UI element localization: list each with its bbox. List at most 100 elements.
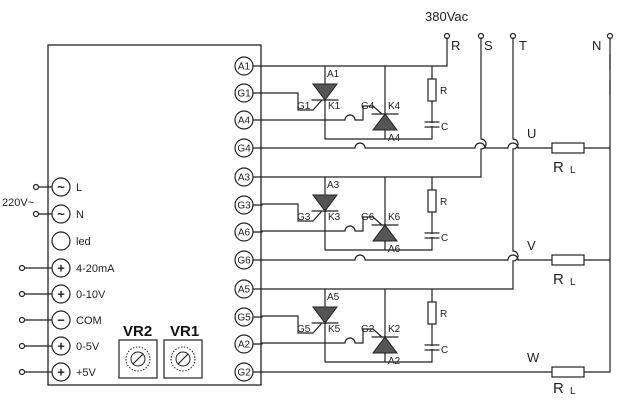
snubber-capacitor-label: C: [441, 122, 448, 133]
load-label-v: R: [553, 271, 564, 288]
module-pin-g3: G3: [234, 195, 263, 215]
phase-s-label: S: [484, 38, 493, 53]
scr-a2-symbol: [372, 336, 398, 354]
left-terminal-4-20ma: +4-20mA: [18, 258, 115, 278]
left-terminal-led: led: [51, 231, 91, 251]
controller-module: [47, 44, 262, 386]
module-pin-label: A2: [238, 340, 251, 351]
supply-220v-label: 220V~: [2, 197, 34, 209]
module-pin-a4: A4: [234, 110, 263, 130]
load-resistor-w: [551, 366, 585, 378]
phase-t-label: T: [519, 38, 527, 53]
module-pin-g6: G6: [234, 250, 263, 270]
scr1-anode-label: A5: [327, 292, 340, 303]
scr2-cathode-label: K2: [388, 324, 401, 335]
terminal-screw: [51, 310, 71, 330]
vr2-potentiometer[interactable]: [118, 339, 158, 379]
module-pin-label: G5: [237, 313, 251, 324]
left-terminal-0-5v: +0-5V: [18, 336, 100, 356]
module-pin-label: A6: [238, 228, 251, 239]
module-pin-label: G1: [237, 89, 251, 100]
terminal-screw: [51, 204, 71, 224]
terminal-label: 0-10V: [76, 289, 106, 301]
terminal-symbol: +: [57, 261, 65, 276]
module-pin-label: G6: [237, 256, 251, 267]
terminal-screw: [51, 258, 71, 278]
snubber-resistor: [427, 78, 437, 102]
left-terminal--5v: + +5V: [18, 362, 97, 382]
load-sub-w: L: [570, 386, 576, 397]
load-label-w: R: [553, 380, 564, 397]
scr2-anode-label: A6: [388, 244, 401, 255]
module-pin-g5: G5: [234, 307, 263, 327]
module-pin-label: G2: [237, 368, 251, 379]
module-pin-label: A3: [238, 173, 251, 184]
vr2-label: VR2: [123, 323, 152, 340]
scr1-anode-label: A1: [327, 69, 340, 80]
scr-a3-symbol: [312, 194, 338, 212]
load-sub-u: L: [570, 165, 576, 176]
terminal-label: COM: [76, 315, 102, 327]
scr1-cathode-label: K5: [328, 324, 341, 335]
output-v-line: [261, 254, 553, 261]
terminal-screw: [51, 336, 71, 356]
module-pin-g1: G1: [234, 83, 263, 103]
terminal-label: led: [76, 236, 91, 248]
module-pin-label: G4: [237, 144, 251, 155]
left-terminal-0-10v: +0-10V: [18, 284, 106, 304]
terminal-screw: [51, 362, 71, 382]
load-resistor-v: [551, 254, 585, 266]
terminal-label: +5V: [76, 367, 97, 379]
line-r: [261, 37, 448, 67]
scr-a4-symbol: [372, 113, 398, 131]
terminal-label: 4-20mA: [76, 263, 115, 275]
scr1-gate-label: G1: [297, 101, 311, 112]
module-pin-a6: A6: [234, 222, 263, 242]
module-pin-g2: G2: [234, 362, 263, 382]
scr2-gate-label: G4: [361, 101, 375, 112]
phase-r-label: R: [451, 38, 460, 53]
phase-n-label: N: [592, 38, 601, 53]
scr2-anode-label: A2: [388, 356, 401, 367]
terminal-symbol: +: [57, 339, 65, 354]
left-terminal-l: ~L: [32, 177, 82, 197]
module-pin-label: G3: [237, 201, 251, 212]
snubber-resistor-label: R: [440, 309, 447, 320]
module-pin-a1: A1: [234, 56, 263, 76]
terminal-label: 0-5V: [76, 341, 100, 353]
snubber-resistor: [427, 301, 437, 325]
terminal-symbol: +: [57, 365, 65, 380]
scr1-gate-label: G5: [297, 324, 311, 335]
module-pin-a3: A3: [234, 167, 263, 187]
load-sub-v: L: [570, 277, 576, 288]
scr2-gate-label: G6: [361, 212, 375, 223]
scr1-cathode-label: K3: [328, 212, 341, 223]
vr1-potentiometer[interactable]: [163, 339, 203, 379]
output-u-line: [261, 142, 553, 149]
terminal-symbol: ~: [57, 207, 65, 222]
terminal-label: N: [76, 209, 84, 221]
terminal-screw: [51, 284, 71, 304]
scr2-gate-label: G2: [361, 324, 375, 335]
module-pin-a5: A5: [234, 279, 263, 299]
terminal-screw: [51, 231, 71, 251]
module-pin-g4: G4: [234, 138, 263, 158]
output-w-label: W: [527, 350, 540, 365]
vr1-label: VR1: [170, 323, 199, 340]
terminal-screw: [51, 177, 71, 197]
snubber-resistor-label: R: [440, 197, 447, 208]
terminal-symbol: −: [57, 313, 65, 328]
scr-a5-symbol: [312, 306, 338, 324]
output-v-label: V: [527, 238, 536, 253]
supply-380vac-label: 380Vac: [425, 9, 469, 24]
snubber-capacitor-label: C: [441, 233, 448, 244]
scr1-anode-label: A3: [327, 180, 340, 191]
module-pin-label: A4: [238, 116, 251, 127]
snubber-resistor-label: R: [440, 86, 447, 97]
left-terminal-n: ~N: [32, 204, 84, 224]
scr1-cathode-label: K1: [328, 101, 341, 112]
scr2-anode-label: A4: [388, 133, 401, 144]
